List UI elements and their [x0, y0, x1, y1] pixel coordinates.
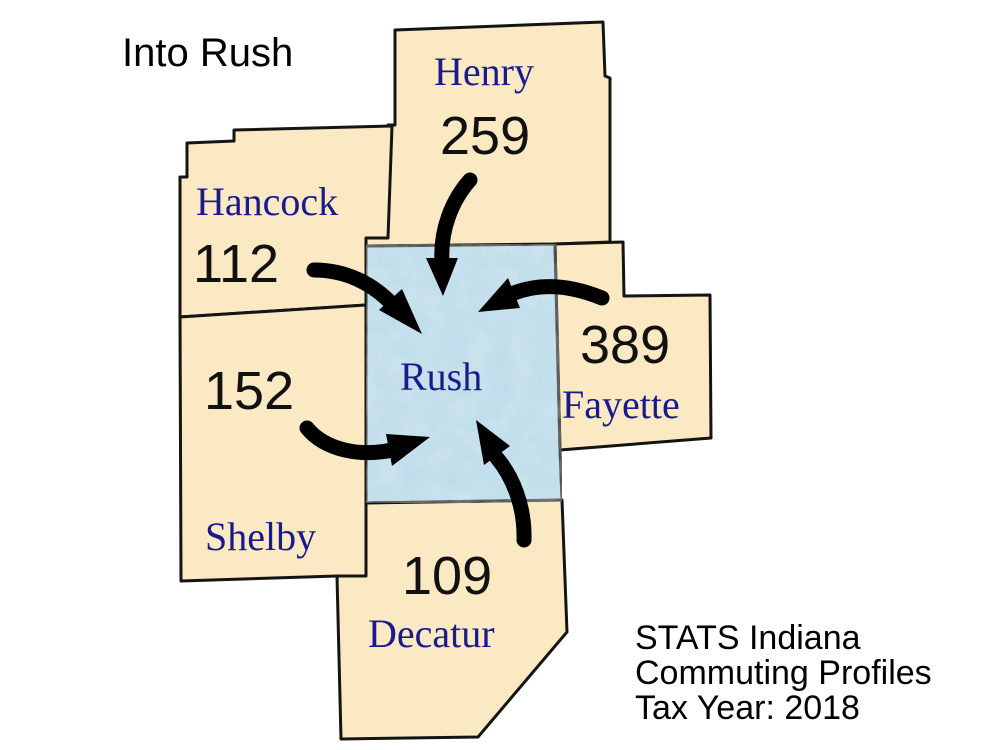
county-name-shelby: Shelby — [205, 514, 316, 559]
arrow-from-fayette — [478, 278, 610, 312]
source-line-1: STATS Indiana — [635, 619, 861, 657]
source-line-3: Tax Year: 2018 — [635, 689, 860, 727]
arrow-from-decatur — [476, 420, 532, 548]
arrow-from-hancock — [306, 262, 422, 334]
commuter-count-decatur: 109 — [402, 546, 492, 606]
county-name-fayette: Fayette — [562, 382, 680, 427]
county-name-decatur: Decatur — [368, 611, 495, 656]
arrow-from-shelby — [299, 420, 430, 466]
county-name-hancock: Hancock — [196, 179, 338, 224]
arrow-from-henry — [426, 172, 478, 296]
commuter-count-shelby: 152 — [204, 361, 294, 421]
county-name-henry: Henry — [434, 49, 534, 94]
source-line-2: Commuting Profiles — [635, 654, 932, 692]
commuter-count-hancock: 112 — [193, 234, 279, 294]
map-title: Into Rush — [122, 31, 293, 75]
commuter-count-henry: 259 — [440, 106, 530, 166]
commuter-count-fayette: 389 — [580, 315, 670, 375]
county-name-rush: Rush — [400, 354, 482, 399]
